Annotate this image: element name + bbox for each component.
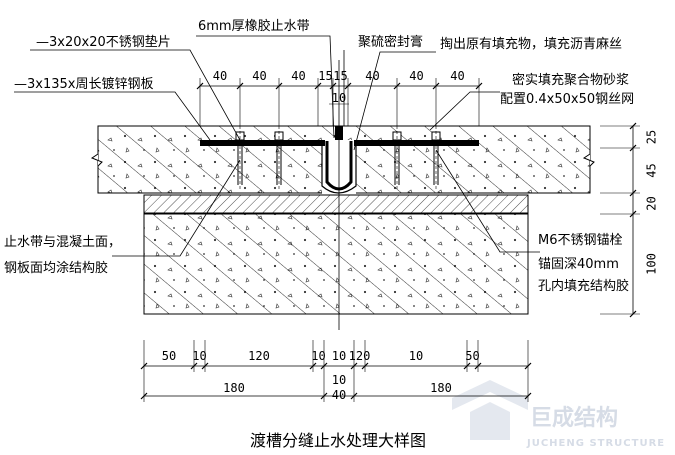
right-dimensions: 25 45 20 100 [600, 122, 659, 318]
steel-plates [200, 140, 479, 146]
top-dim-label: 15 [333, 69, 347, 83]
label-anchor-2: 锚固深40mm [538, 257, 619, 272]
label-mortar-2: 配置0.4x50x50钢丝网 [500, 92, 634, 107]
top-dim-label: 40 [291, 69, 305, 83]
bottom-center-dim: 40 [332, 388, 346, 402]
middle-band [143, 194, 529, 214]
label-anchor-1: M6不锈钢锚栓 [538, 233, 623, 248]
watermark-logo-icon [452, 380, 528, 440]
label-sealant: 聚硫密封膏 [358, 34, 423, 50]
anchor-bolt [274, 126, 284, 190]
bottom-total-label: 180 [223, 381, 245, 395]
top-center-dim: 10 [332, 91, 346, 105]
anchor-bolt [392, 126, 402, 190]
label-mortar-1: 密实填充聚合物砂浆 [512, 72, 629, 88]
label-plate: —3x135x周长镀锌钢板 [14, 76, 153, 92]
right-dim-label: 100 [645, 253, 659, 275]
leader-lines [14, 35, 540, 257]
bottom-dim-label: 10 [409, 349, 423, 363]
bottom-dim-label: 50 [162, 349, 176, 363]
right-dim-label: 20 [645, 196, 659, 210]
joint-gap [321, 60, 357, 330]
top-dim-label: 40 [365, 69, 379, 83]
anchor-bolt [431, 126, 441, 190]
lower-concrete [143, 213, 529, 315]
bottom-dim-label: 10 [192, 349, 206, 363]
right-dim-label: 25 [645, 130, 659, 144]
top-dim-label: 15 [318, 69, 332, 83]
drawing-title: 渡槽分缝止水处理大样图 [250, 431, 426, 450]
top-dim-label: 40 [213, 69, 227, 83]
top-dim-label: 40 [409, 69, 423, 83]
bottom-dim-label: 120 [349, 349, 371, 363]
bottom-dim-label: 10 [332, 349, 346, 363]
labels: —3x20x20不锈钢垫片 —3x135x周长镀锌钢板 6mm厚橡胶止水带 聚硫… [4, 18, 634, 294]
watermark-name: 巨成结构 [530, 405, 618, 431]
watermark-sub: JUCHENG STRUCTURE [526, 438, 665, 449]
label-anchor-3: 孔内填充结构胶 [538, 278, 629, 294]
bottom-total-label: 180 [430, 381, 452, 395]
bottom-dim-label: 50 [465, 349, 479, 363]
label-rubber: 6mm厚橡胶止水带 [198, 18, 310, 34]
label-filler: 掏出原有填充物，填充沥青麻丝 [440, 36, 622, 52]
label-pad: —3x20x20不锈钢垫片 [36, 34, 171, 50]
top-dim-label: 40 [252, 69, 266, 83]
label-glue-1: 止水带与混凝土面， [4, 234, 121, 250]
bottom-dim-label: 10 [311, 349, 325, 363]
top-dim-label: 40 [450, 69, 464, 83]
watermark: 巨成结构 JUCHENG STRUCTURE [452, 380, 665, 449]
anchor-bolts [235, 126, 441, 190]
label-glue-2: 钢板面均涂结构胶 [4, 260, 108, 276]
right-dim-label: 45 [645, 163, 659, 177]
bottom-dim-label: 120 [248, 349, 270, 363]
anchor-bolt [235, 126, 245, 190]
bottom-total-label: 10 [332, 373, 346, 387]
